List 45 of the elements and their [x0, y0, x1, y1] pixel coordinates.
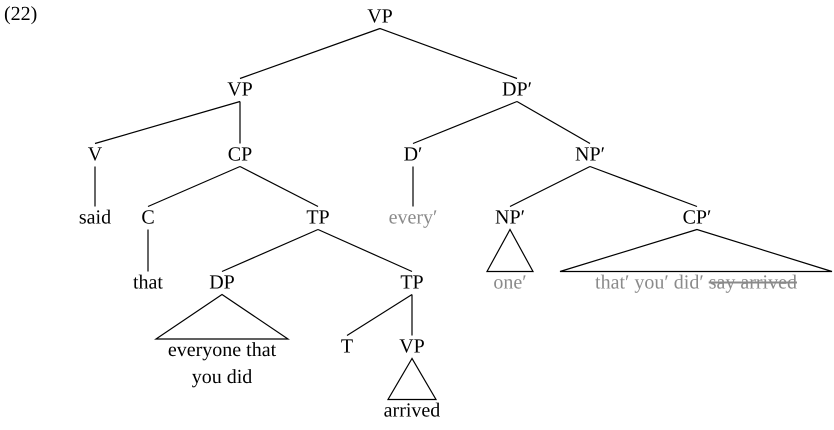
tree-label: VP [399, 334, 425, 360]
tree-label: DP′ [502, 78, 532, 102]
tree-branch [411, 294, 413, 336]
tree-branch [318, 228, 412, 272]
tree-branch [222, 228, 318, 272]
tree-label: CP [228, 142, 252, 168]
deleted-copy-text: every′ [388, 206, 438, 230]
tree-label: DP [209, 270, 235, 296]
tree-branch [510, 166, 590, 208]
tree-label: that [133, 270, 163, 296]
tree-label: everyone that you did [166, 338, 278, 390]
tree-label: arrived [384, 398, 440, 424]
tree-branch [346, 294, 412, 336]
struck-text: say arrived [708, 270, 797, 296]
tree-label: TP [306, 206, 330, 230]
tree-label: NP′ [495, 206, 525, 230]
tree-branch [240, 28, 380, 80]
tree-label: said [78, 206, 112, 230]
tree-label: T [340, 334, 354, 360]
tree-branch [94, 100, 240, 144]
tree-branch [239, 102, 241, 144]
tree-label: V [88, 142, 102, 168]
deleted-copy-text: that′ you′ did′ [595, 270, 704, 296]
tree-label: D′ [404, 142, 422, 168]
tree-label: TP [400, 270, 424, 296]
triangle-branch [154, 294, 290, 340]
tree-branch [147, 230, 149, 272]
tree-branch [412, 166, 414, 206]
tree-branch [380, 28, 518, 80]
tree-branch [590, 166, 698, 208]
tree-label: NP′ [575, 142, 605, 168]
tree-label: CP′ [682, 206, 712, 230]
tree-branch [148, 166, 240, 208]
tree-branch [412, 100, 518, 144]
triangle-branch [386, 357, 438, 400]
tree-label: VP [367, 4, 393, 30]
tree-branch [94, 166, 96, 206]
triangle-branch [486, 228, 534, 272]
tree-branch [240, 166, 318, 208]
tree-branch [516, 100, 590, 144]
example-number: (22) [4, 3, 38, 26]
tree-label: VP [227, 78, 253, 102]
deleted-copy-text: one′ [493, 270, 527, 296]
tree-label: C [141, 206, 155, 230]
triangle-branch [559, 228, 833, 272]
